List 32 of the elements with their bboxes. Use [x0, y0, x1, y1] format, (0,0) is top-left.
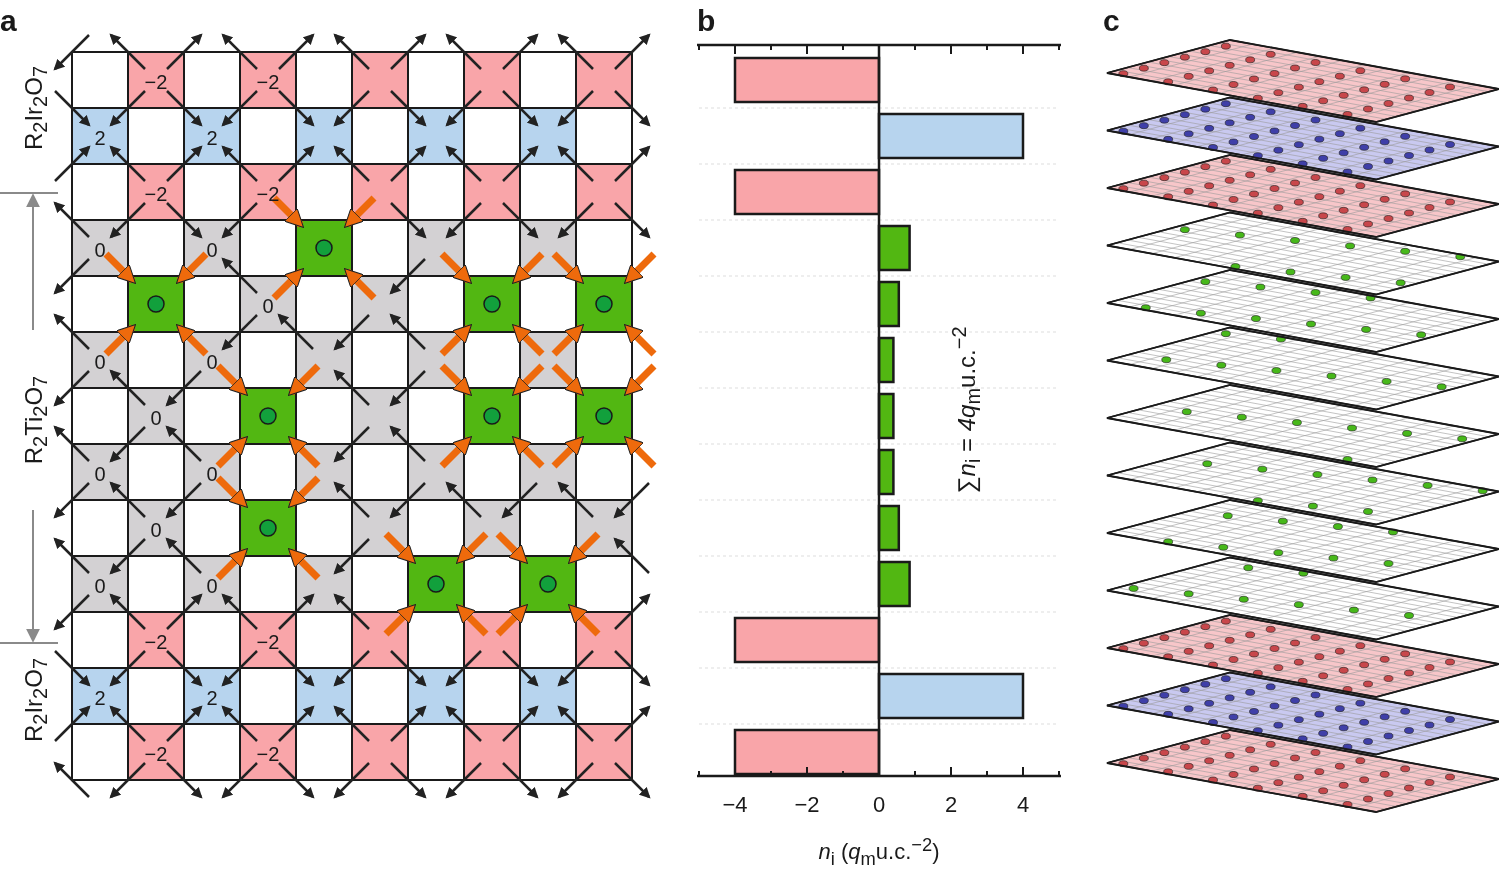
charge-label: −2	[256, 632, 280, 652]
panel-letter: b	[697, 6, 716, 36]
charge-label: 2	[94, 688, 106, 708]
tick-label: 0	[872, 792, 886, 817]
charge-label: 0	[206, 464, 218, 484]
panel-letter: a	[0, 6, 17, 36]
charge-label: 0	[94, 464, 106, 484]
charge-label: −2	[144, 72, 168, 92]
panel-letter: c	[1103, 6, 1120, 36]
tick-label: 4	[1016, 792, 1030, 817]
charge-label: 0	[206, 240, 218, 260]
charge-label: 0	[150, 520, 162, 540]
charge-label: 0	[150, 408, 162, 428]
charge-label: −2	[144, 744, 168, 764]
tick-label: −4	[722, 792, 748, 817]
charge-label: 2	[206, 688, 218, 708]
charge-label: −2	[256, 744, 280, 764]
charge-label: 0	[94, 576, 106, 596]
charge-label: 0	[206, 352, 218, 372]
charge-label: 2	[94, 128, 106, 148]
charge-label: −2	[256, 184, 280, 204]
axis-title: n$_{i}$ (q$_{m}$u.c.$^{−2}$)	[818, 836, 940, 868]
charge-label: 0	[206, 576, 218, 596]
tick-label: 2	[944, 792, 958, 817]
charge-label: 0	[262, 296, 274, 316]
charge-label: 0	[94, 240, 106, 260]
charge-label: 2	[206, 128, 218, 148]
charge-label: −2	[256, 72, 280, 92]
charge-label: −2	[144, 632, 168, 652]
charge-label: 0	[94, 352, 106, 372]
charge-label: −2	[144, 184, 168, 204]
tick-label: −2	[794, 792, 820, 817]
